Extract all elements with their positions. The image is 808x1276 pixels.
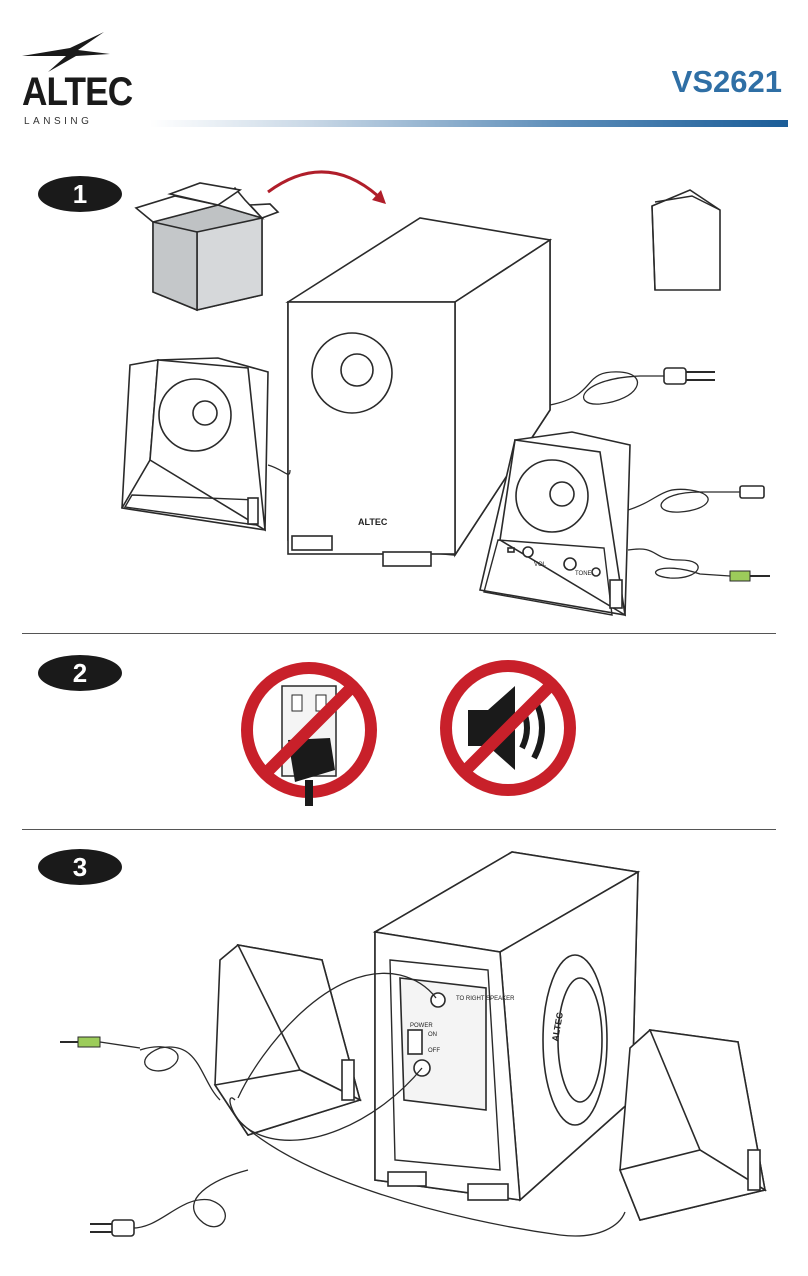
box-icon xyxy=(134,182,280,312)
no-unplug-icon xyxy=(241,662,377,806)
arrow-icon xyxy=(267,170,379,198)
manual-icon xyxy=(651,189,721,291)
section-divider xyxy=(22,829,776,830)
model-number: VS2621 xyxy=(671,64,782,99)
altec-lansing-logo: ALTEC LANSING xyxy=(18,26,133,136)
left-speaker-rear xyxy=(213,943,363,1136)
step-badge-1: 1 xyxy=(38,176,122,212)
right-speaker-rear xyxy=(618,1029,768,1221)
section-divider xyxy=(22,633,776,634)
subwoofer: ALTEC xyxy=(285,217,553,567)
sub-logo: ALTEC xyxy=(358,517,388,527)
to-right-speaker-label: TO RIGHT SPEAKER xyxy=(456,996,515,1002)
brand-sub: LANSING xyxy=(24,116,93,127)
step2-illustration xyxy=(241,660,576,806)
no-sound-icon xyxy=(440,660,576,796)
off-label: OFF xyxy=(428,1048,440,1054)
vol-label: VOL xyxy=(534,562,547,568)
on-label: ON xyxy=(428,1032,437,1038)
starburst-logo-icon xyxy=(22,32,110,72)
power-cable xyxy=(549,371,672,406)
left-speaker xyxy=(121,357,269,532)
power-label: POWER xyxy=(410,1023,433,1029)
subwoofer-rear: TO RIGHT SPEAKER POWER ON OFF xyxy=(372,851,641,1202)
header-rule xyxy=(150,120,788,127)
tone-label: TONE xyxy=(575,571,592,577)
step1-illustration: ALTEC VOL TONE xyxy=(121,170,770,617)
step-badge-2: 2 xyxy=(38,655,122,691)
right-speaker: VOL TONE xyxy=(479,431,631,617)
step-badge-3: 3 xyxy=(38,849,122,885)
brand-name: ALTEC xyxy=(22,70,133,114)
